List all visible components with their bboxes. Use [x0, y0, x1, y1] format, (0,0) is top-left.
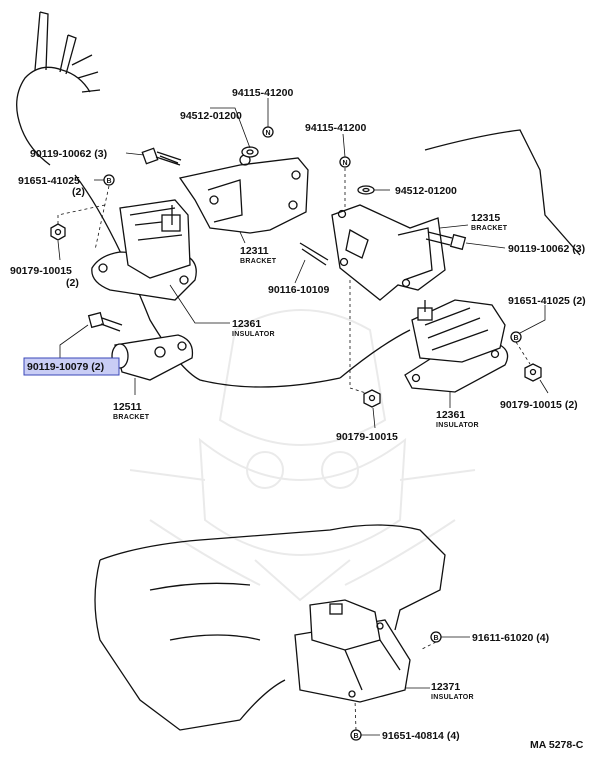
svg-text:(2): (2) [66, 277, 79, 289]
marker-b-right: B [510, 331, 522, 343]
label-91651-41025-left[interactable]: 91651-41025 (2) [18, 175, 85, 198]
marker-b-91611: B [430, 631, 442, 643]
svg-text:12311: 12311 [240, 245, 269, 257]
label-12361-insulator-right[interactable]: 12361 INSULATOR [436, 409, 479, 429]
label-90119-10062-left[interactable]: 90119-10062 (3) [30, 148, 107, 160]
svg-text:94115-41200: 94115-41200 [232, 87, 293, 99]
label-90179-10015-center[interactable]: 90179-10015 [336, 431, 398, 443]
svg-text:12361: 12361 [436, 409, 465, 421]
marker-b-left: B [103, 174, 115, 186]
svg-text:B: B [434, 635, 439, 642]
label-90116-10109[interactable]: 90116-10109 [268, 284, 329, 296]
stud-90116-10109 [299, 242, 329, 266]
bracket-12311 [178, 154, 309, 234]
svg-text:B: B [107, 178, 112, 185]
label-12371-insulator[interactable]: 12371 INSULATOR [431, 681, 474, 701]
transmission-outline [94, 524, 446, 731]
bolt-90119-10062-left [141, 147, 182, 166]
svg-text:INSULATOR: INSULATOR [436, 422, 479, 429]
label-12311-bracket[interactable]: 12311 BRACKET [240, 245, 277, 265]
insulator-12361-right [404, 299, 509, 393]
svg-text:B: B [354, 733, 359, 740]
nut-90179-10015-right [524, 363, 542, 382]
svg-text:B: B [514, 335, 519, 342]
svg-text:91651-41025 (2): 91651-41025 (2) [508, 295, 586, 307]
svg-text:94512-01200: 94512-01200 [395, 185, 457, 197]
svg-text:90116-10109: 90116-10109 [268, 284, 329, 296]
engine-outline [16, 11, 101, 166]
svg-text:INSULATOR: INSULATOR [232, 331, 275, 338]
insulator-12371 [294, 599, 411, 703]
svg-text:94115-41200: 94115-41200 [305, 122, 366, 134]
bolt-90119-10079 [87, 311, 123, 332]
label-90119-10062-right[interactable]: 90119-10062 (3) [508, 243, 585, 255]
label-91611-61020[interactable]: 91611-61020 (4) [472, 632, 549, 644]
svg-text:12315: 12315 [471, 212, 500, 224]
bracket-12511 [111, 334, 194, 381]
svg-text:90179-10015: 90179-10015 [10, 265, 72, 277]
svg-text:N: N [266, 130, 271, 137]
washer-94512-01200-left [241, 146, 259, 158]
svg-text:BRACKET: BRACKET [471, 225, 508, 232]
svg-text:91651-40814 (4): 91651-40814 (4) [382, 730, 460, 742]
nut-90179-10015-center [363, 389, 381, 408]
marker-n-right: N [339, 156, 351, 168]
label-94512-01200-left[interactable]: 94512-01200 [180, 110, 242, 122]
svg-text:90119-10079 (2): 90119-10079 (2) [27, 361, 104, 373]
svg-text:90179-10015 (2): 90179-10015 (2) [500, 399, 578, 411]
bolt-90119-10062-right [425, 231, 467, 251]
label-90179-10015-left[interactable]: 90179-10015 (2) [10, 265, 79, 289]
label-90119-10079[interactable]: 90119-10079 (2) [27, 361, 104, 373]
label-94115-41200-right[interactable]: 94115-41200 [305, 122, 366, 134]
leader-lines [57, 98, 549, 736]
svg-text:BRACKET: BRACKET [240, 258, 277, 265]
marker-b-91651-40814: B [350, 729, 362, 741]
svg-text:90119-10062 (3): 90119-10062 (3) [508, 243, 585, 255]
label-94512-01200-right[interactable]: 94512-01200 [395, 185, 457, 197]
bracket-12315 [331, 204, 446, 301]
label-90179-10015-right[interactable]: 90179-10015 (2) [500, 399, 578, 411]
svg-text:MA 5278-C: MA 5278-C [530, 739, 584, 751]
label-91651-41025-right[interactable]: 91651-41025 (2) [508, 295, 586, 307]
svg-text:12361: 12361 [232, 318, 261, 330]
label-91651-40814[interactable]: 91651-40814 (4) [382, 730, 460, 742]
svg-text:N: N [343, 160, 348, 167]
label-12361-insulator-left[interactable]: 12361 INSULATOR [232, 318, 275, 338]
svg-text:94512-01200: 94512-01200 [180, 110, 242, 122]
svg-text:90119-10062 (3): 90119-10062 (3) [30, 148, 107, 160]
marker-n-left: N [262, 126, 274, 138]
svg-text:12371: 12371 [431, 681, 460, 693]
nut-90179-10015-left [50, 223, 66, 241]
watermark-logo [129, 309, 476, 602]
insulator-12361-left [91, 199, 197, 301]
svg-text:91651-41025: 91651-41025 [18, 175, 80, 187]
washer-94512-01200-right [357, 185, 375, 195]
label-12511-bracket[interactable]: 12511 BRACKET [113, 401, 150, 421]
svg-text:12511: 12511 [113, 401, 142, 413]
selected-part-highlight [23, 357, 120, 376]
svg-text:(2): (2) [72, 186, 85, 198]
diagram-code: MA 5278-C [530, 739, 584, 751]
label-94115-41200-left[interactable]: 94115-41200 [232, 87, 293, 99]
svg-text:90179-10015: 90179-10015 [336, 431, 398, 443]
svg-text:INSULATOR: INSULATOR [431, 694, 474, 701]
svg-text:BRACKET: BRACKET [113, 414, 150, 421]
svg-text:91611-61020 (4): 91611-61020 (4) [472, 632, 549, 644]
label-12315-bracket[interactable]: 12315 BRACKET [471, 212, 508, 232]
